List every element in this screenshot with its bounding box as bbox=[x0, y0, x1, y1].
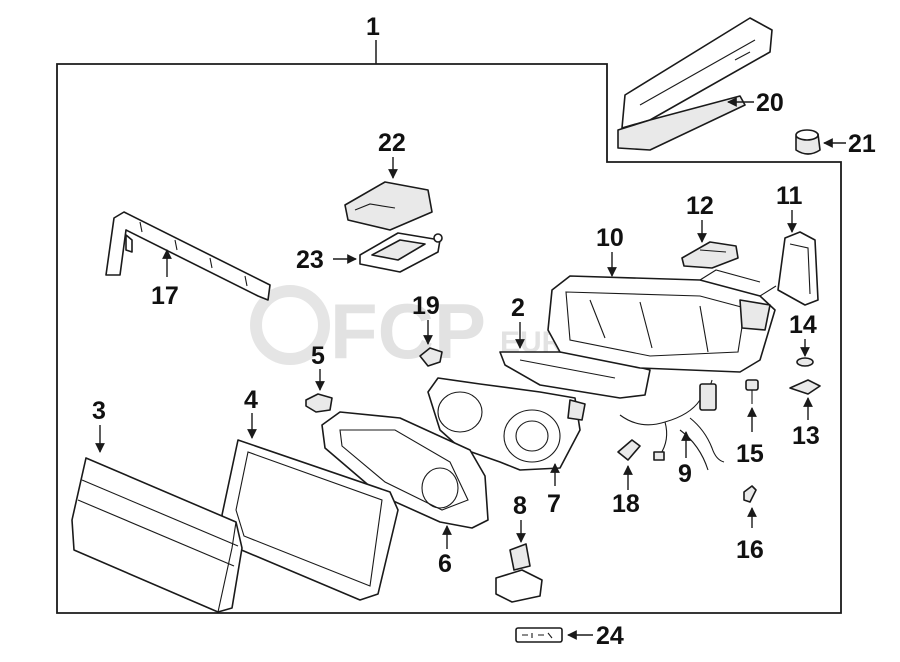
callout-6: 6 bbox=[438, 550, 452, 578]
callout-5: 5 bbox=[311, 342, 325, 370]
callout-8: 8 bbox=[513, 492, 527, 520]
callout-19: 19 bbox=[412, 292, 440, 320]
callout-3: 3 bbox=[92, 397, 106, 425]
callout-15: 15 bbox=[736, 440, 764, 468]
callout-12: 12 bbox=[686, 192, 714, 220]
part-15-bulb bbox=[745, 379, 759, 404]
part-6-bezel bbox=[321, 411, 489, 529]
part-11-rear-cap bbox=[777, 231, 819, 306]
assembly-frame bbox=[56, 63, 842, 614]
callout-24: 24 bbox=[596, 622, 624, 650]
callout-7: 7 bbox=[547, 490, 561, 518]
part-18-socket bbox=[617, 439, 641, 461]
callout-16: 16 bbox=[736, 536, 764, 564]
part-16-bulb bbox=[743, 485, 757, 503]
part-19-clip bbox=[419, 347, 443, 367]
callout-18: 18 bbox=[612, 490, 640, 518]
callout-17: 17 bbox=[151, 282, 179, 310]
part-8-actuator bbox=[495, 543, 543, 603]
watermark-brand: FCP bbox=[330, 287, 486, 375]
part-7-reflector bbox=[427, 377, 586, 471]
part-17-seal bbox=[105, 211, 271, 301]
callout-13: 13 bbox=[792, 422, 820, 450]
callout-2: 2 bbox=[511, 294, 525, 322]
callout-10: 10 bbox=[596, 224, 624, 252]
callout-4: 4 bbox=[244, 386, 258, 414]
callout-1: 1 bbox=[366, 13, 380, 41]
callout-14: 14 bbox=[789, 311, 817, 339]
part-10-housing bbox=[547, 269, 777, 373]
callout-22: 22 bbox=[378, 129, 406, 157]
part-3-lens bbox=[71, 457, 243, 613]
callout-11: 11 bbox=[776, 182, 803, 210]
callout-23: 23 bbox=[296, 246, 324, 274]
callout-9: 9 bbox=[678, 460, 692, 488]
part-23-ballast bbox=[359, 232, 443, 273]
part-20-trim-panel bbox=[617, 17, 773, 151]
part-12-motor bbox=[681, 241, 739, 269]
part-13-clip bbox=[789, 379, 821, 395]
part-14-grommet bbox=[796, 357, 814, 367]
callout-21: 21 bbox=[848, 130, 876, 158]
part-4-gasket bbox=[221, 439, 399, 601]
part-21-socket bbox=[795, 129, 821, 155]
part-5-bracket bbox=[305, 393, 333, 413]
part-24-label bbox=[515, 627, 563, 643]
callout-20: 20 bbox=[756, 89, 784, 117]
part-22-ballast-cover bbox=[344, 181, 433, 231]
